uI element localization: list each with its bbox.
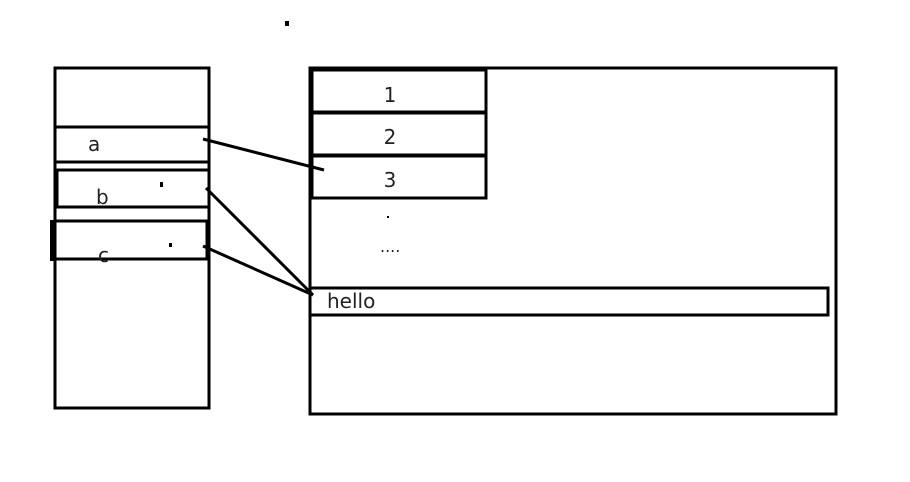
stack-label-a: a <box>88 132 100 156</box>
stack-slot-a <box>53 125 211 164</box>
stray-dot-top <box>285 21 289 26</box>
heap-cell-label-1: 1 <box>384 83 397 107</box>
heap-cell-label-3: 3 <box>384 168 397 192</box>
stack-column-outline <box>53 66 211 410</box>
stack-label-c: c <box>98 243 109 267</box>
heap-cell-label-2: 2 <box>384 125 397 149</box>
pointer-b-to-hello <box>204 186 315 297</box>
heap-string-label: hello <box>327 289 375 313</box>
gap-dot <box>387 216 389 218</box>
heap-gap-ellipsis: .... <box>380 237 400 256</box>
heap-area-outline <box>308 66 838 416</box>
heap-string-cell <box>308 286 830 317</box>
stack-slot-c-dot <box>169 243 172 247</box>
stack-label-b: b <box>96 185 109 209</box>
pointer-c-to-hello <box>202 244 314 297</box>
heap-cell-2 <box>310 111 488 157</box>
heap-cell-1 <box>310 68 488 114</box>
heap-cell-3 <box>310 154 488 200</box>
stack-slot-b-dot <box>160 182 163 187</box>
pointer-a-to-cell-3 <box>202 137 325 172</box>
stack-slot-c <box>53 219 209 261</box>
stack-slot-b <box>55 168 211 209</box>
